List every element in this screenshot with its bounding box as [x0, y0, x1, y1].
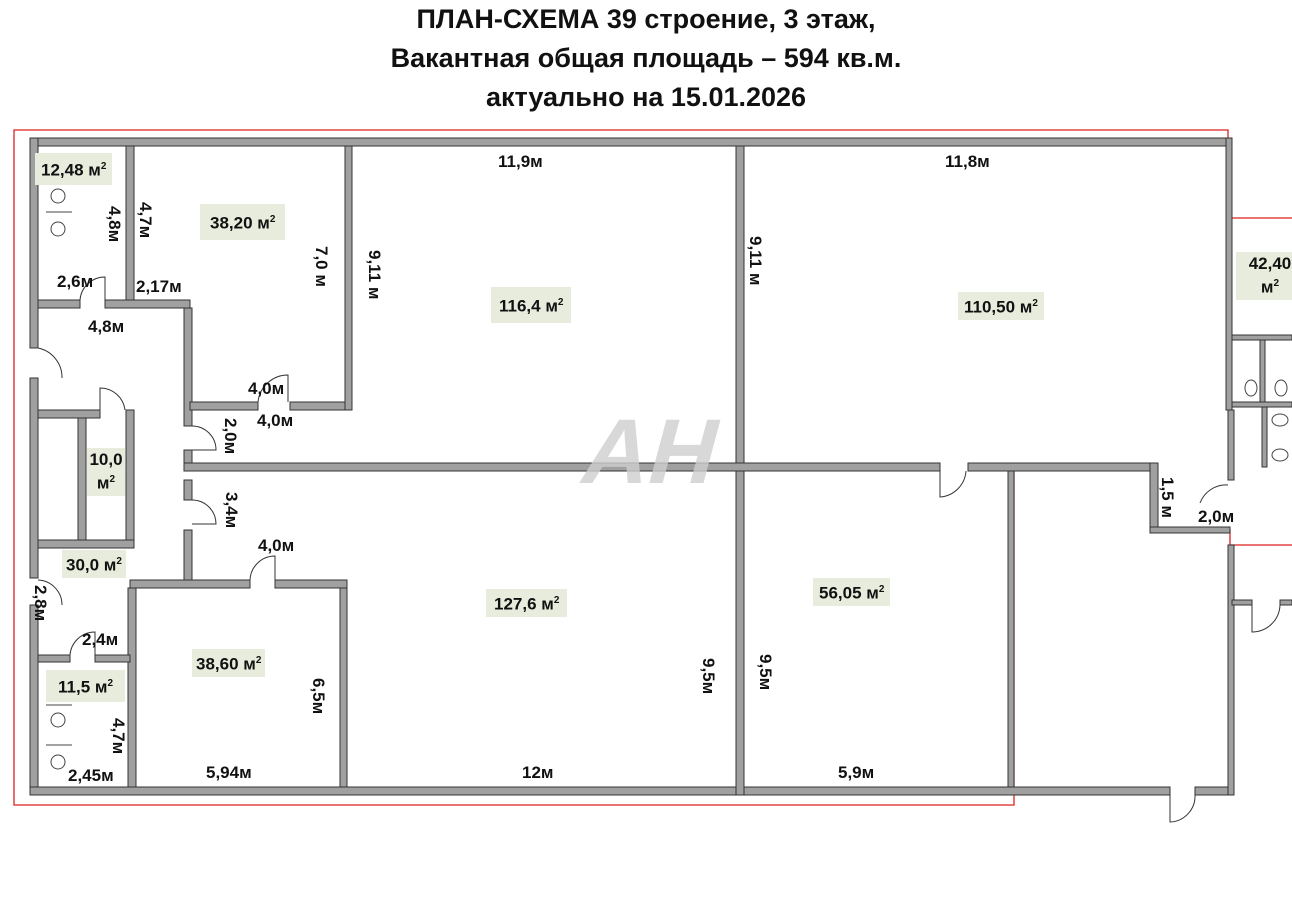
- dimension-label: 3,4м: [222, 492, 241, 529]
- dimension-label: 11,8м: [945, 152, 990, 171]
- room-area-label: 127,6 м2: [486, 589, 568, 617]
- dimension-label: 6,5м: [309, 678, 328, 715]
- dimension-label: 2,6м: [57, 272, 94, 291]
- dimension-label: 2,8м: [31, 585, 50, 622]
- toilet-icons: [46, 182, 1289, 770]
- plan-title-line-2: Вакантная общая площадь – 594 кв.м.: [390, 43, 902, 73]
- dimension-label: 2,4м: [82, 630, 119, 649]
- room-area-label: 38,20 м2: [200, 204, 286, 240]
- dimension-label: 4,7м: [109, 718, 128, 755]
- room-area-label: 110,50 м2: [958, 292, 1044, 320]
- dimension-label: 4,0м: [257, 411, 294, 430]
- door-swings: [37, 276, 1281, 823]
- watermark-logo: AH: [571, 401, 732, 503]
- room-area-label: 42,40 м2: [1236, 252, 1292, 300]
- plan-title-line-1: ПЛАН-СХЕМА 39 строение, 3 этаж,: [416, 4, 876, 34]
- dimension-label: 9,5м: [756, 654, 775, 691]
- dimension-label: 4,0м: [248, 379, 285, 398]
- walls: [29, 137, 1292, 796]
- dimension-label: 9,11 м: [365, 250, 384, 300]
- dimension-label: 9,11 м: [746, 236, 765, 286]
- room-area-label: 10,0 м2: [87, 448, 125, 496]
- room-area-label: 56,05 м2: [813, 578, 891, 606]
- dimension-label: 2,45м: [68, 766, 114, 785]
- room-area-label: 38,60 м2: [192, 649, 266, 677]
- dimension-label: 4,7м: [136, 202, 155, 239]
- room-area-label: 30,0 м2: [62, 550, 126, 578]
- dimension-label: 2,0м: [1198, 507, 1235, 526]
- dimension-label: 2,0м: [221, 418, 240, 455]
- dimension-label: 12м: [522, 763, 554, 782]
- plan-title-line-3: актуально на 15.01.2026: [485, 82, 807, 112]
- dimension-label: 1,5 м: [1158, 477, 1177, 518]
- room-area-label: 116,4 м2: [491, 287, 572, 323]
- dimension-label: 4,8м: [105, 206, 124, 243]
- dimension-label: 7,0 м: [312, 246, 331, 287]
- dimension-label: 4,8м: [88, 317, 125, 336]
- dimension-label: 5,94м: [206, 763, 252, 782]
- dimension-label: 9,5м: [699, 658, 718, 695]
- dimension-label: 4,0м: [258, 536, 295, 555]
- dimension-label: 5,9м: [838, 763, 875, 782]
- room-area-label: 12,48 м2: [35, 153, 113, 185]
- dimension-label: 2,17м: [136, 277, 182, 296]
- dimension-label: 11,9м: [498, 152, 543, 171]
- room-area-label: 11,5 м2: [46, 670, 126, 702]
